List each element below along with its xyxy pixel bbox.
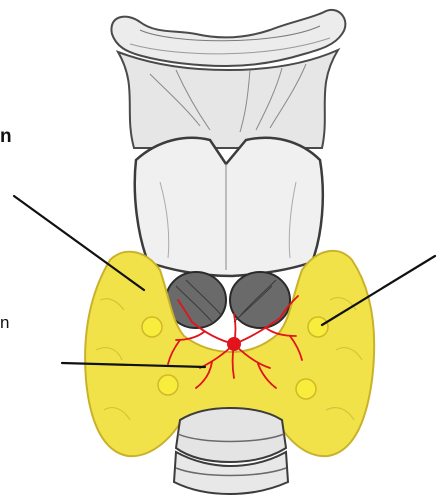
trachea-rings xyxy=(174,408,288,494)
cricothyroid-muscles xyxy=(166,272,290,328)
leader-line-top-left xyxy=(14,196,144,290)
vessel-center-node xyxy=(227,337,241,351)
hyoid-bone xyxy=(111,10,345,66)
thyroid-cartilage xyxy=(135,138,323,276)
